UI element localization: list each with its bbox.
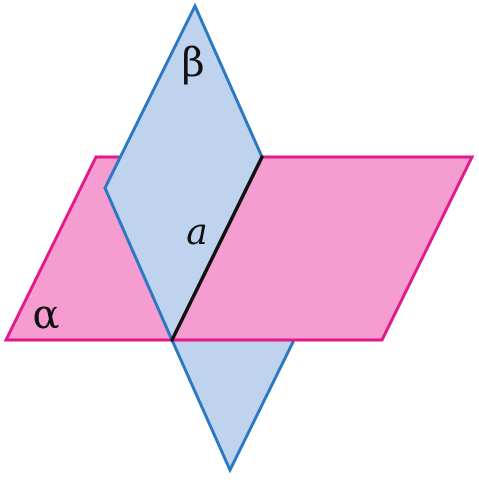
line-a-label: a [186, 212, 207, 253]
plane-alpha-label: α [32, 292, 59, 338]
intersection-line-a [170, 155, 264, 342]
plane-beta-lower-part [169, 338, 297, 474]
plane-beta-label: β [181, 40, 204, 86]
